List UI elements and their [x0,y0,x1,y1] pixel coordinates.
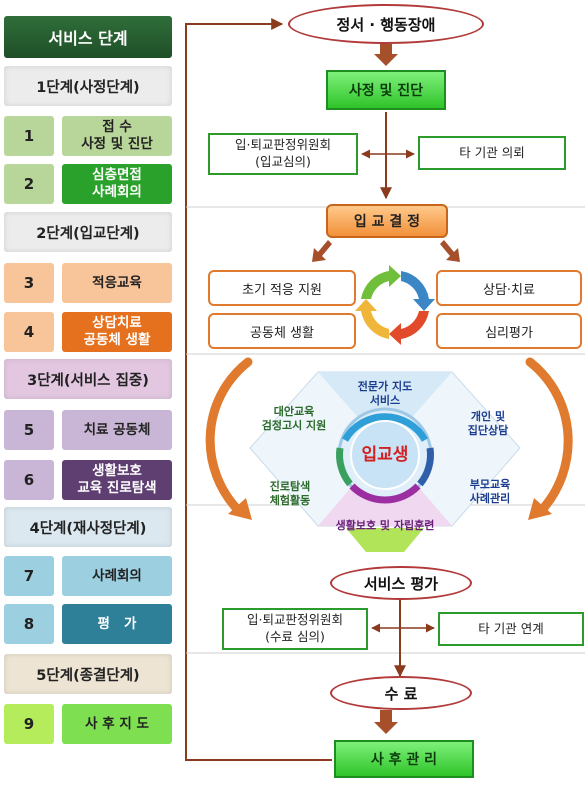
curve-arrow-left [205,357,253,517]
initial-adaptation-box: 초기 적응 지원 [208,270,356,306]
aftercare-box: 사 후 관 리 [334,740,474,778]
step-6-label: 생활보호 교육 진로탐색 [62,460,172,500]
wheel-label-life: 생활보호 및 자립훈련 [335,519,435,532]
psychological-evaluation-box: 심리평가 [436,313,582,349]
referral-other-agency-box: 타 기관 의뢰 [418,136,566,170]
step-9-label: 사 후 지 도 [62,704,172,744]
step-2-label: 심층면접 사례회의 [62,164,172,204]
curve-arrow-right-head [528,498,552,520]
step-6-number: 6 [4,460,54,500]
wheel-ring-bottom [349,483,421,504]
step-5-number: 5 [4,410,54,450]
wheel-ring-left [336,447,353,487]
stage-3-label: 3단계(서비스 집중) [4,359,172,399]
curve-arrow-left-head [228,498,252,520]
step-9-number: 9 [4,704,54,744]
arrow-down-2 [374,710,398,734]
wheel-label-expert: 전문가 지도 서비스 [357,380,413,408]
wheel-center-label: 입교생 [361,445,409,465]
step-8-number: 8 [4,604,54,644]
arrow-down-1 [374,44,398,66]
linkage-other-agency-box: 타 기관 연계 [438,612,584,646]
return-loop-line [185,18,332,761]
wheel-ring-top [341,413,429,442]
wheel-label-parent: 부모교육 사례관리 [469,478,511,506]
community-life-box: 공동체 생활 [208,313,356,349]
recycle-icon [355,265,435,345]
stage-5-label: 5단계(종결단계) [4,654,172,694]
wheel-funnel [346,528,424,552]
step-5-label: 치료 공동체 [62,410,172,450]
step-2-number: 2 [4,164,54,204]
service-stage-header: 서비스 단계 [4,16,172,58]
step-3-label: 적응교육 [62,263,172,303]
stage-1-label: 1단계(사정단계) [4,66,172,106]
wheel-inner [350,420,420,490]
stage-2-label: 2단계(입교단계) [4,212,172,252]
step-3-number: 3 [4,263,54,303]
service-evaluation-oval: 서비스 평가 [330,566,472,600]
wheel-ring-right [417,447,434,487]
assessment-diagnosis-box: 사정 및 진단 [326,70,446,110]
completion-committee-box: 입·퇴교판정위원회 (수료 심의) [222,608,368,650]
step-4-number: 4 [4,312,54,352]
arrow-diag-left [312,240,332,262]
step-8-label: 평 가 [62,604,172,644]
wheel-label-alt-edu: 대안교육 검정고시 지원 [261,405,327,433]
step-1-number: 1 [4,116,54,156]
emotional-behavior-disorder-oval: 정서 · 행동장애 [288,4,484,44]
completion-oval: 수 료 [330,676,472,710]
step-7-number: 7 [4,556,54,596]
stage-4-label: 4단계(재사정단계) [4,507,172,547]
admission-decision-box: 입 교 결 정 [326,204,448,238]
step-1-label: 접 수 사정 및 진단 [62,116,172,156]
admission-committee-box: 입·퇴교판정위원회 (입교심의) [208,133,358,175]
curve-arrow-right [525,357,573,517]
arrow-diag-right [440,240,460,262]
step-7-label: 사례회의 [62,556,172,596]
counseling-treatment-box: 상담·치료 [436,270,582,306]
wheel-label-career: 진로탐색 체험활동 [269,480,311,508]
wheel-label-individual: 개인 및 집단상담 [467,410,509,438]
step-4-label: 상담치료 공동체 생활 [62,312,172,352]
